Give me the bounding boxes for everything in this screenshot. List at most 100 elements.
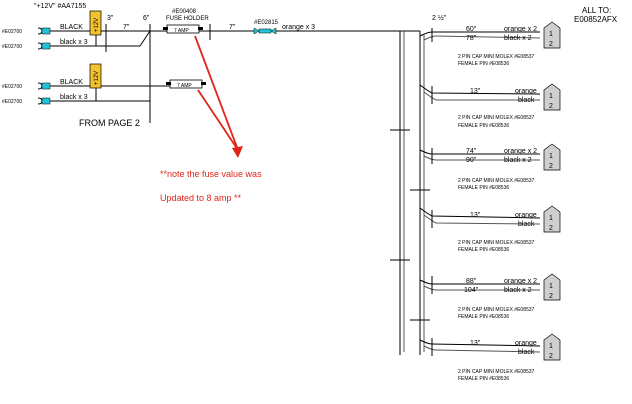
wire-label: black x 3 [60,94,88,101]
output-branch-6: 13" orange black 1 2 2 PIN CAP MINI MOLE… [419,333,561,382]
all-to-part-label: E00852AFX [574,15,618,24]
molex-connector-icon [543,83,561,111]
trunk-bundle [390,31,430,355]
dimension-label: 6" [143,15,150,22]
pin-label: 1 [549,93,553,100]
pin-label: 2 [549,353,553,360]
female-pin-label: FEMALE PIN #E08536 [458,247,509,253]
input-wire-1: #E02700 BLACK [2,24,420,35]
fuse-rating-label: 7 AMP [177,83,192,89]
relay-label: +12V [94,18,100,32]
length-label: 78" [466,35,477,42]
connector-icon [37,42,43,50]
wire-label: black [518,97,535,104]
fuse-rating-label: 7 AMP [174,28,189,34]
connector-icon [37,27,43,35]
molex-cap-label: 2 PIN CAP MINI MOLEX #E08537 [458,307,535,313]
pin-label: 1 [549,153,553,160]
note-arrows [194,35,243,158]
pin-label: 1 [549,283,553,290]
output-branch-2: 13" orange black 1 2 2 PIN CAP MINI MOLE… [419,83,561,129]
length-label: 13" [470,88,481,95]
length-label: 74" [466,148,477,155]
connector-body-icon [41,97,51,105]
input-wire-2: #E02700 black x 3 [2,39,140,50]
splice-part-label: #E02815 [254,20,279,26]
pin-label: 2 [549,225,553,232]
molex-connector-icon [543,143,561,171]
molex-cap-label: 2 PIN CAP MINI MOLEX #E08537 [458,115,535,121]
connector-body-icon [41,27,51,35]
output-branch-1: 60" 78" orange x 2 black x 2 1 2 2 PIN C… [419,21,561,67]
pin-label: 2 [549,41,553,48]
wire-label: black [518,221,535,228]
length-label: 90" [466,157,477,164]
pin-label: 1 [549,215,553,222]
connector-part-label: #E02700 [2,29,22,35]
fuse-part-label: #E00408 [172,9,197,15]
length-label: 13" [470,340,481,347]
connector-body-icon [41,42,51,50]
molex-cap-label: 2 PIN CAP MINI MOLEX #E08537 [458,369,535,375]
fuse-holder: #E00408 FUSE HOLDER 7 AMP [163,9,209,34]
molex-cap-label: 2 PIN CAP MINI MOLEX #E08537 [458,178,535,184]
relay-label: +12V [94,71,100,85]
wire-label: orange [515,340,537,347]
output-branch-3: 74" 90" orange x 2 black x 2 1 2 2 PIN C… [419,143,561,191]
wire-label: black x 2 [504,35,532,42]
length-label: 60" [466,26,477,33]
length-label: 104" [464,287,479,294]
input-wire-3: #E02700 BLACK [2,79,170,90]
wire-label: black x 2 [504,157,532,164]
wire-label: orange [515,88,537,95]
female-pin-label: FEMALE PIN #E08536 [458,61,509,67]
relay-1: +12V [89,10,102,36]
wire-label: orange x 2 [504,26,537,33]
relay-2: +12V [89,63,102,89]
connector-part-label: #E02700 [2,99,22,105]
output-branch-5: 88" 104" orange x 2 black x 2 1 2 2 PIN … [419,273,561,320]
wire-label: BLACK [60,79,83,86]
splice: #E02815 orange x 3 [253,20,315,35]
connector-part-label: #E02700 [2,44,22,50]
connector-body-icon [41,82,51,90]
from-page-label: FROM PAGE 2 [79,118,140,128]
female-pin-label: FEMALE PIN #E08536 [458,376,509,382]
molex-connector-icon [543,21,561,49]
female-pin-label: FEMALE PIN #E08536 [458,314,509,320]
molex-connector-icon [543,205,561,233]
pin-label: 1 [549,31,553,38]
all-to-label: ALL TO: [582,6,611,15]
wire-label: orange [515,212,537,219]
splice-icon [253,27,277,35]
length-label: 13" [470,212,481,219]
pin-label: 2 [549,293,553,300]
fuse-note-line-1: **note the fuse value was [160,169,262,179]
wire-label: black x 2 [504,287,532,294]
wire-label: BLACK [60,24,83,31]
fuse-holder-2: 7 AMP [166,79,206,89]
power-source-label: "+12V" #AA7155 [34,3,86,10]
pin-label: 2 [549,103,553,110]
connector-part-label: #E02700 [2,84,22,90]
wire-label: orange x 2 [504,148,537,155]
molex-connector-icon [543,333,561,361]
output-branch-4: 13" orange black 1 2 2 PIN CAP MINI MOLE… [419,205,561,253]
dimension-label: 7" [229,24,236,31]
wire-label: black [518,349,535,356]
molex-cap-label: 2 PIN CAP MINI MOLEX #E08537 [458,240,535,246]
fuse-holder-label: FUSE HOLDER [166,16,209,22]
wire-label: orange x 2 [504,278,537,285]
input-wire-4: #E02700 black x 3 [2,94,150,105]
pin-label: 2 [549,163,553,170]
female-pin-label: FEMALE PIN #E08536 [458,185,509,191]
fuse-note-line-2: Updated to 8 amp ** [160,193,242,203]
female-pin-label: FEMALE PIN #E08536 [458,123,509,129]
dimension-label: 7" [123,24,130,31]
wire-label: black x 3 [60,39,88,46]
molex-connector-icon [543,273,561,301]
length-label: 88" [466,278,477,285]
pin-label: 1 [549,343,553,350]
molex-cap-label: 2 PIN CAP MINI MOLEX #E08537 [458,54,535,60]
